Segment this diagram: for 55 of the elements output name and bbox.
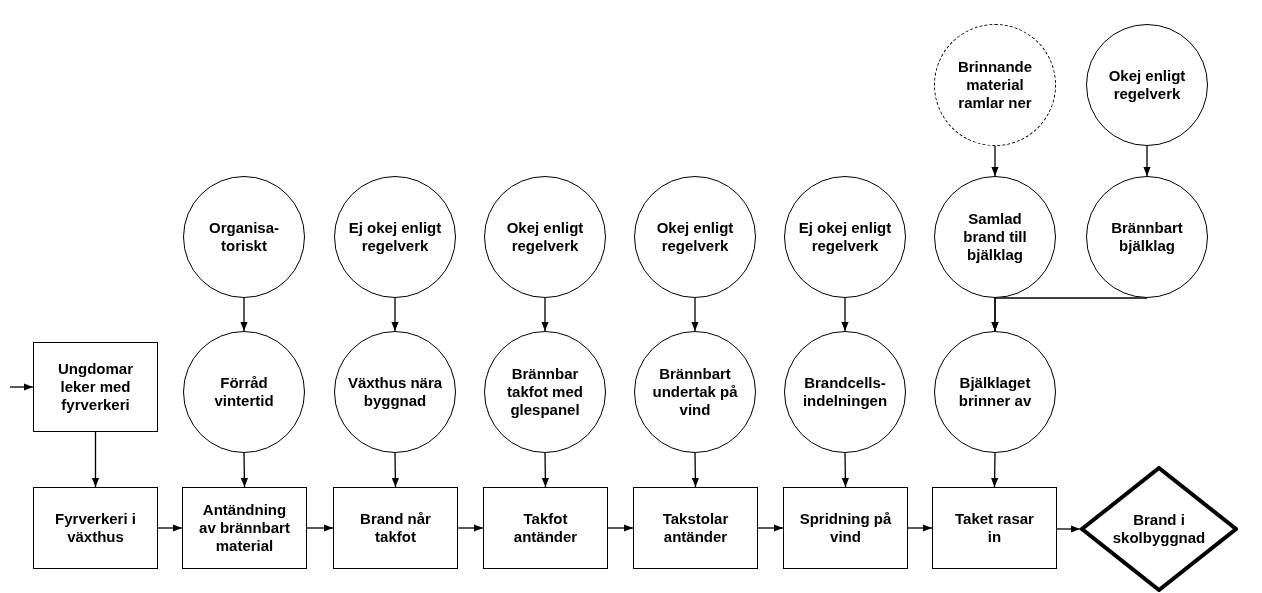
node-label: Okej enligt regelverk [1107, 67, 1187, 103]
node-label: Brandcells-indelningen [801, 374, 889, 410]
node-label: Ungdomar leker med fyrverkeri [57, 360, 134, 414]
node-label: Organisa-toriskt [208, 219, 280, 255]
node-label: Spridning på vind [798, 510, 893, 546]
arrow [691, 297, 699, 332]
node-label: Okej enligt regelverk [655, 219, 735, 255]
node-label: Brand i skolbyggnad [1111, 511, 1207, 547]
arrow [91, 431, 100, 488]
node-label: Brännbar takfot med glespanel [506, 365, 584, 419]
node-label: Okej enligt regelverk [505, 219, 585, 255]
process-box [333, 487, 458, 569]
arrow [240, 452, 248, 488]
arrow [991, 452, 999, 488]
arrow [541, 297, 549, 332]
arrow [457, 524, 484, 532]
arrow [306, 524, 334, 532]
node-label: Takstolar antänder [661, 510, 730, 546]
arrow [757, 524, 784, 532]
node-label: Ej okej enligt regelverk [797, 219, 893, 255]
arrow [907, 524, 933, 532]
process-box [33, 487, 158, 569]
node-label: Fyrverkeri i växthus [54, 510, 137, 546]
process-box [783, 487, 908, 569]
node-label: Antändning av brännbart material [198, 501, 291, 555]
node-label: Växthus nära byggnad [347, 374, 443, 410]
arrow [391, 297, 399, 332]
arrow [157, 524, 183, 532]
node-label: Förråd vintertid [213, 374, 275, 410]
process-box [182, 487, 307, 569]
process-box [33, 342, 158, 432]
process-box [483, 487, 608, 569]
arrow [841, 452, 849, 488]
node-label: Bjälklaget brinner av [957, 374, 1033, 410]
arrow [991, 145, 999, 177]
node-label: Brand når takfot [359, 510, 432, 546]
node-label: Samlad brand till bjälklag [962, 210, 1028, 264]
process-box [932, 487, 1057, 569]
arrow [1056, 525, 1081, 533]
arrow [9, 383, 34, 391]
node-label: Takfot antänder [512, 510, 579, 546]
node-label: Brännbart bjälklag [1110, 219, 1184, 255]
process-box [633, 487, 758, 569]
arrow [607, 524, 634, 532]
node-label: Brinnande material ramlar ner [956, 58, 1034, 112]
node-label: Ej okej enligt regelverk [347, 219, 443, 255]
arrow [691, 452, 699, 488]
node-label: Brännbart undertak på vind [651, 365, 739, 419]
arrow [841, 297, 849, 332]
arrow [240, 297, 248, 332]
arrow [541, 452, 549, 488]
arrow [391, 452, 399, 488]
arrow [991, 297, 1148, 332]
arrow [1143, 145, 1151, 177]
node-label: Taket rasar in [954, 510, 1035, 546]
